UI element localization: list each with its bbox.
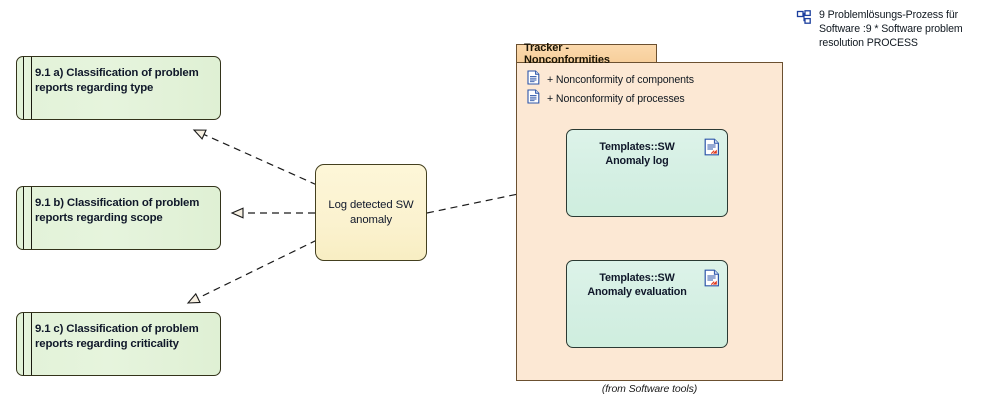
package-attribute-label: + Nonconformity of processes [547,92,685,105]
action-label: Log detected SW anomaly [328,198,414,226]
artifact-label: Templates::SW Anomaly log [599,141,675,167]
requirement-label: 9.1 c) Classification of problem reports… [35,323,199,350]
package-attribute-row[interactable]: + Nonconformity of components [527,69,694,90]
artifact-sw-anomaly-log[interactable]: Templates::SW Anomaly log [566,129,728,217]
requirement-9-1-b[interactable]: 9.1 b) Classification of problem reports… [16,186,221,250]
requirement-spine [23,57,32,119]
requirement-9-1-a[interactable]: 9.1 a) Classification of problem reports… [16,56,221,120]
document-icon [527,88,540,109]
artifact-label: Templates::SW Anomaly evaluation [587,272,687,298]
document-icon [527,69,540,90]
document-template-icon [704,138,720,161]
connector-realization-a [192,129,318,186]
diagram-hierarchy-icon [796,10,812,31]
requirement-label: 9.1 b) Classification of problem reports… [35,197,200,224]
package-title: Tracker - Nonconformities [524,41,610,66]
package-attribute-list: + Nonconformity of components + Nonconfo… [527,69,694,109]
diagram-label: 9 Problemlösungs-Prozess für Software :9… [796,8,986,50]
package-attribute-row[interactable]: + Nonconformity of processes [527,88,694,109]
action-log-detected-sw-anomaly[interactable]: Log detected SW anomaly [315,164,427,261]
artifact-sw-anomaly-evaluation[interactable]: Templates::SW Anomaly evaluation [566,260,728,348]
package-tab[interactable]: Tracker - Nonconformities [516,41,657,66]
package-body: + Nonconformity of components + Nonconfo… [516,62,783,381]
requirement-9-1-c[interactable]: 9.1 c) Classification of problem reports… [16,312,221,376]
document-template-icon [704,269,720,292]
requirement-label: 9.1 a) Classification of problem reports… [35,67,199,94]
diagram-label-text: 9 Problemlösungs-Prozess für Software :9… [819,9,963,49]
package-caption: (from Software tools) [601,383,698,395]
package-attribute-label: + Nonconformity of components [547,73,694,86]
requirement-spine [23,187,32,249]
requirement-spine [23,313,32,375]
